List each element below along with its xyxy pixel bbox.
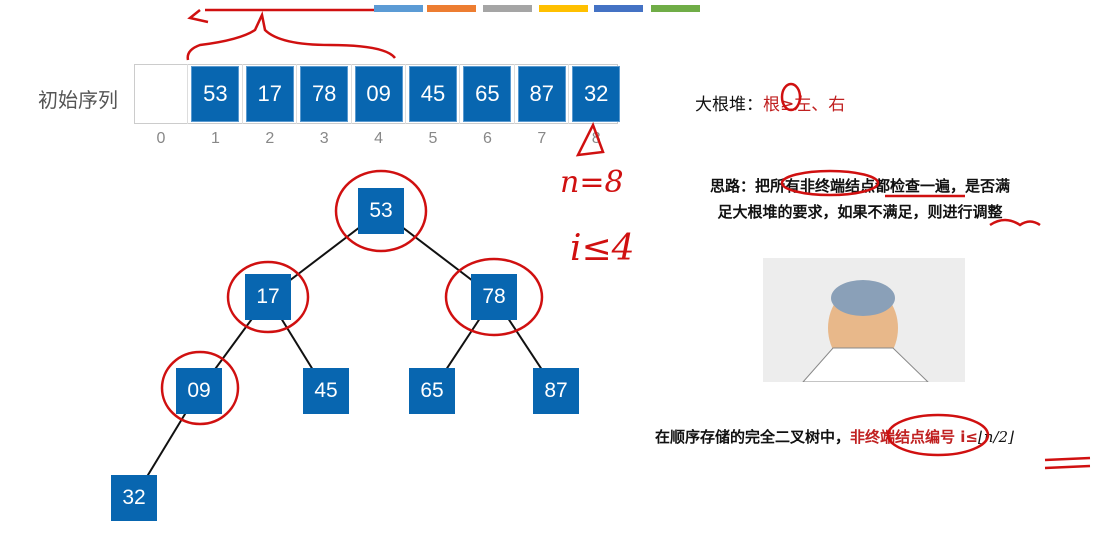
- max-heap-definition: 大根堆：根≥左、右: [695, 90, 845, 115]
- color-bar: [539, 5, 588, 12]
- array-index: 1: [210, 130, 220, 147]
- array-index: 3: [319, 130, 329, 147]
- color-bar: [651, 5, 700, 12]
- color-bar: [594, 5, 643, 12]
- sequence-label: 初始序列: [38, 88, 118, 112]
- array-cell: 53: [191, 66, 240, 122]
- color-bar: [374, 5, 423, 12]
- color-bar: [483, 5, 532, 12]
- tree-node: 09: [176, 368, 222, 414]
- array-index: 6: [482, 130, 492, 147]
- tree-node: 17: [245, 274, 291, 320]
- color-bar: [427, 5, 476, 12]
- idea-line-1: 思路：把所有非终端结点都检查一遍，是否满: [709, 177, 1010, 195]
- array-index: 2: [265, 130, 275, 147]
- array-separator: [350, 64, 352, 124]
- tree-node: 32: [111, 475, 157, 521]
- annotation-n: n=8: [560, 165, 624, 200]
- annotation-i: i≤4: [570, 228, 635, 269]
- tree-node: 45: [303, 368, 349, 414]
- max-heap-rule: 根≥左、右: [763, 95, 846, 115]
- array-cell: 78: [300, 66, 349, 122]
- tree-node: 65: [409, 368, 455, 414]
- tree-node: 53: [358, 188, 404, 234]
- fact-prefix: 在顺序存储的完全二叉树中，: [655, 428, 851, 446]
- tree-node: 87: [533, 368, 579, 414]
- array-separator: [513, 64, 515, 124]
- fact-highlight: 非终端结点编号 i≤: [850, 428, 978, 446]
- array-cell: 65: [463, 66, 512, 122]
- array-index: 4: [374, 130, 384, 147]
- idea-text: 思路：把所有非终端结点都检查一遍，是否满 足大根堆的要求，如果不满足，则进行调整: [670, 173, 1050, 225]
- array-index: 0: [156, 130, 166, 147]
- array-separator: [405, 64, 406, 124]
- array-cell: 17: [245, 66, 294, 122]
- cartoon-thinking-image: [763, 258, 965, 383]
- array-separator: [459, 64, 461, 124]
- array-separator: [568, 64, 570, 124]
- array-separator: [241, 64, 243, 124]
- fact-formula: ⌊n/2⌋: [977, 428, 1014, 446]
- array-index: 7: [537, 130, 547, 147]
- array-separator: [187, 64, 189, 124]
- array-cell: 32: [572, 66, 621, 122]
- fact-text: 在顺序存储的完全二叉树中，非终端结点编号 i≤⌊n/2⌋: [655, 426, 1014, 447]
- array-cell: 45: [409, 66, 457, 122]
- array-index: 5: [428, 130, 438, 147]
- tree-node: 78: [471, 274, 517, 320]
- idea-line-2: 足大根堆的要求，如果不满足，则进行调整: [717, 203, 1003, 221]
- max-heap-label: 大根堆：: [695, 95, 763, 115]
- array-separator: [296, 64, 298, 124]
- array-cell: 09: [354, 66, 403, 122]
- array-cell: 87: [517, 66, 566, 122]
